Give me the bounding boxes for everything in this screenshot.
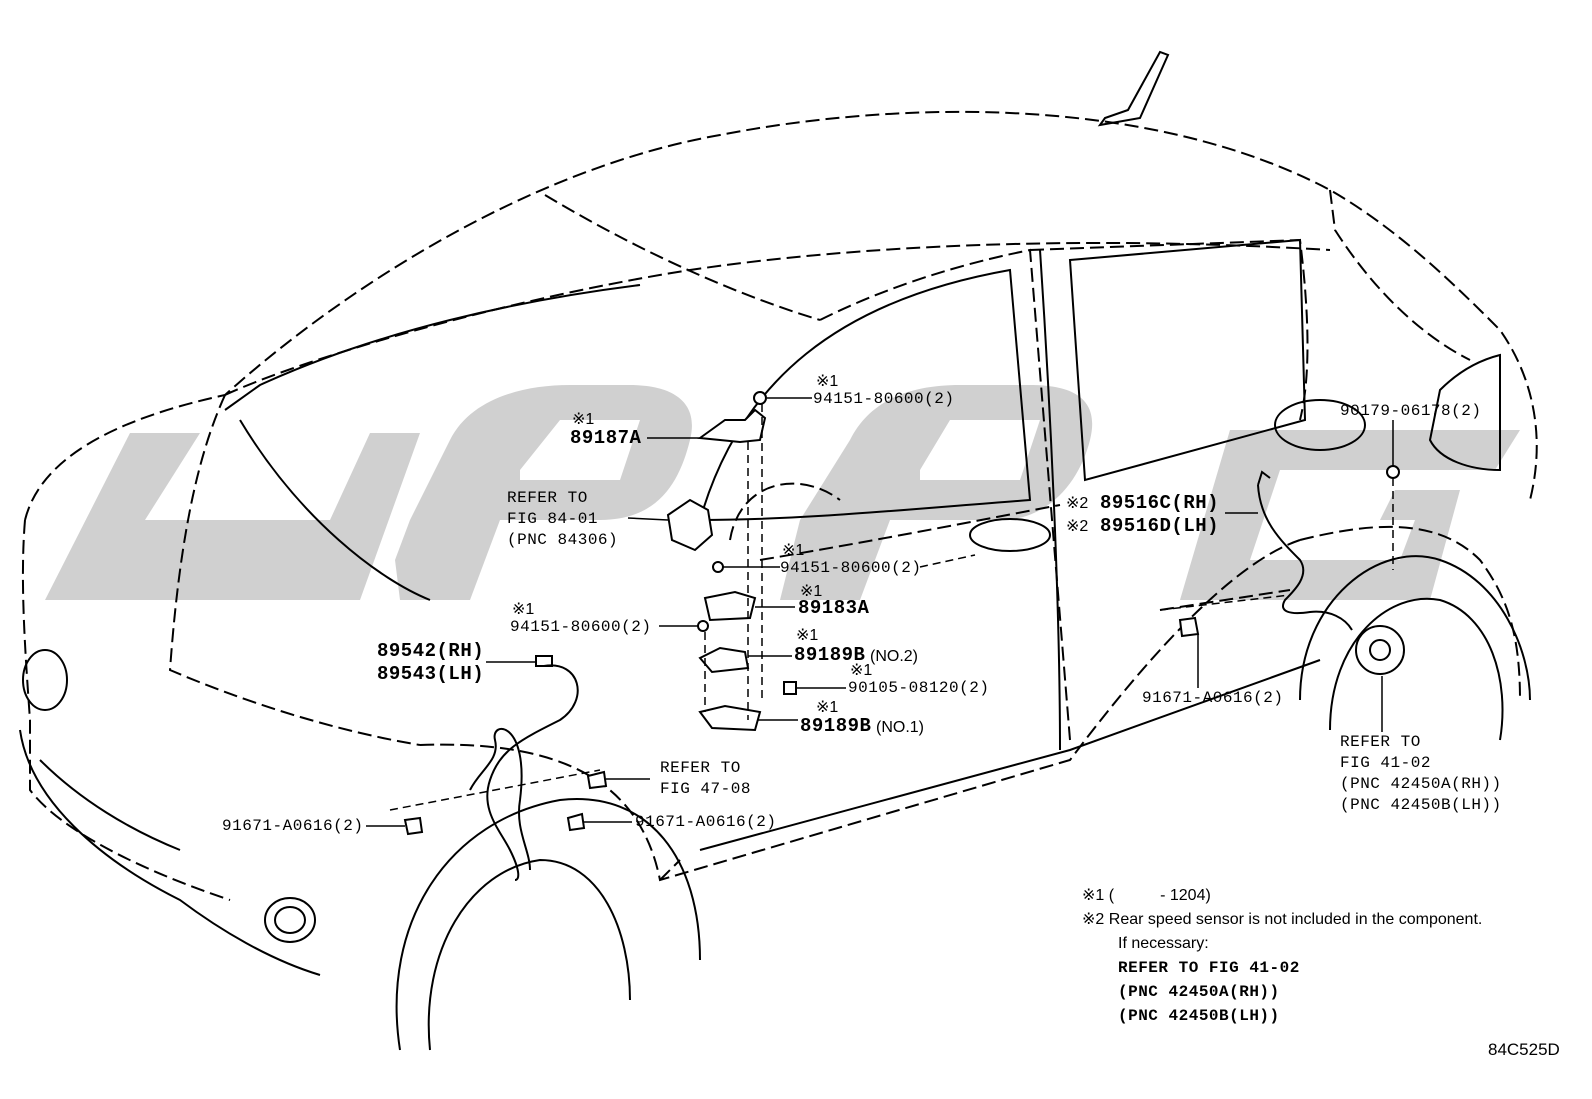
antenna <box>1097 50 1170 127</box>
rear-sensor-harness <box>1257 484 1353 631</box>
watermark-letter-l <box>45 433 420 600</box>
rear-wheel-arch <box>1299 555 1531 701</box>
bolt-front-mid <box>566 812 586 832</box>
note-2-line3: REFER TO FIG 41-02 <box>1118 959 1300 977</box>
bracket-b1-mark: ※1 <box>816 699 839 716</box>
refer-41-line1: REFER TO <box>1340 733 1421 751</box>
nut-top-mark: ※1 <box>816 373 839 390</box>
note-2: ※2 Rear speed sensor is not included in … <box>1082 908 1482 932</box>
computer-mark: ※1 <box>800 583 823 600</box>
note-2-line2: If necessary: <box>1118 935 1209 952</box>
bracket-b1-suffix: (NO.1) <box>876 719 924 736</box>
computer-89183a <box>703 590 757 622</box>
footnotes: ※1 ( - 1204) ※2 Rear speed sensor is not … <box>1082 884 1482 1028</box>
bracket-a-mark: ※1 <box>572 411 595 428</box>
refer-84-line1: REFER TO <box>507 489 588 507</box>
rear-sensor-harness-top <box>1257 470 1271 486</box>
refer-47-line2: FIG 47-08 <box>660 780 751 798</box>
front-door-window <box>698 268 1032 522</box>
front-wheel-arch <box>395 798 701 1051</box>
rear-sensor-rh-label: 89516C(RH) <box>1100 492 1220 514</box>
note-2-mark: ※2 <box>1082 911 1105 928</box>
car-solid-outline <box>19 50 1531 1051</box>
nut-mid-mark: ※1 <box>782 542 805 559</box>
bracket-b2-label: 89189B <box>794 644 866 666</box>
parts <box>403 391 1405 836</box>
rear-sensor-lh-mark: ※2 <box>1066 518 1089 535</box>
bracket-89189b-no1 <box>698 704 762 732</box>
bolt-front-mid-label: 91671-A0616(2) <box>635 813 777 831</box>
front-sensor-lh-label: 89543(LH) <box>377 663 485 685</box>
harnesses <box>469 470 1353 881</box>
rocker-line <box>699 659 1321 851</box>
refer-41-line2: FIG 41-02 <box>1340 754 1431 772</box>
note-1-close: - 1204) <box>1160 887 1211 904</box>
note-2-text: Rear speed sensor is not included in the… <box>1108 911 1483 928</box>
grille <box>39 759 181 851</box>
fog-light <box>264 897 316 943</box>
bolt-front-left-label: 91671-A0616(2) <box>222 817 364 835</box>
bolt-front-left <box>403 816 424 836</box>
tail-light <box>1428 353 1501 472</box>
refer-84-line3: (PNC 84306) <box>507 531 619 549</box>
fuel-lid <box>1274 399 1366 451</box>
bracket-b1-label: 89189B <box>800 715 872 737</box>
windshield-line <box>224 284 641 411</box>
watermark-letter-9b <box>780 385 1093 600</box>
nut-rear <box>1386 465 1400 479</box>
refer-41-line4: (PNC 42450B(LH)) <box>1340 796 1502 814</box>
bracket-b2-mark: ※1 <box>796 627 819 644</box>
refer-41-line3: (PNC 42450A(RH)) <box>1340 775 1502 793</box>
note-1-open: ( <box>1108 887 1115 904</box>
note-1-mark: ※1 <box>1082 887 1105 904</box>
fog-light-inner <box>274 906 306 934</box>
computer-label: 89183A <box>798 597 870 619</box>
nut-mid <box>712 561 724 573</box>
bracket-a-label: 89187A <box>570 427 642 449</box>
refer-47-line1: REFER TO <box>660 759 741 777</box>
bracket-89189b-no2 <box>698 646 750 674</box>
bolt-90105-label: 90105-08120(2) <box>848 679 990 697</box>
note-2-line4: (PNC 42450A(RH)) <box>1118 983 1280 1001</box>
watermark-letter-9a <box>395 385 692 600</box>
note-2-line5: (PNC 42450B(LH)) <box>1118 1007 1280 1025</box>
figure-code: 84C525D <box>1488 1040 1560 1059</box>
nut-low-label: 94151-80600(2) <box>510 618 652 636</box>
bolt-rear <box>1178 616 1200 638</box>
nut-mid-label: 94151-80600(2) <box>780 559 922 577</box>
note-1: ※1 ( - 1204) <box>1082 884 1482 908</box>
rear-door-window <box>1068 238 1307 482</box>
bolt-front-upper <box>586 770 608 790</box>
front-sensor-rh-label: 89542(RH) <box>377 640 485 662</box>
leader-lines <box>366 397 1394 827</box>
front-bumper <box>19 729 321 976</box>
bracket-b2-suffix: (NO.2) <box>870 648 918 665</box>
nut-low <box>697 620 709 632</box>
front-door-edge <box>1039 249 1061 751</box>
rear-hub-center <box>1369 639 1391 661</box>
bolt-90105-mark: ※1 <box>850 662 873 679</box>
front-sensor-harness-2 <box>469 727 531 871</box>
nut-low-mark: ※1 <box>512 601 535 618</box>
nut-rear-label: 90179-06178(2) <box>1340 402 1482 420</box>
bolt-90105 <box>783 681 797 695</box>
front-sensor-harness <box>486 664 579 881</box>
nut-top-label: 94151-80600(2) <box>813 390 955 408</box>
refer-84-line2: FIG 84-01 <box>507 510 598 528</box>
front-wheel <box>427 858 631 1051</box>
yaw-sensor-84306 <box>666 498 714 552</box>
rear-wheel <box>1329 597 1504 741</box>
assembly-guides <box>389 404 1394 811</box>
bracket-89187a <box>697 408 767 444</box>
front-door-handle <box>969 518 1051 552</box>
car-body-outline <box>21 110 1538 901</box>
hood-line <box>239 419 431 601</box>
bolt-rear-label: 91671-A0616(2) <box>1142 689 1284 707</box>
rear-sensor-rh-mark: ※2 <box>1066 495 1089 512</box>
head-light <box>22 649 68 711</box>
rear-sensor-lh-label: 89516D(LH) <box>1100 515 1220 537</box>
nut-top <box>753 391 767 405</box>
